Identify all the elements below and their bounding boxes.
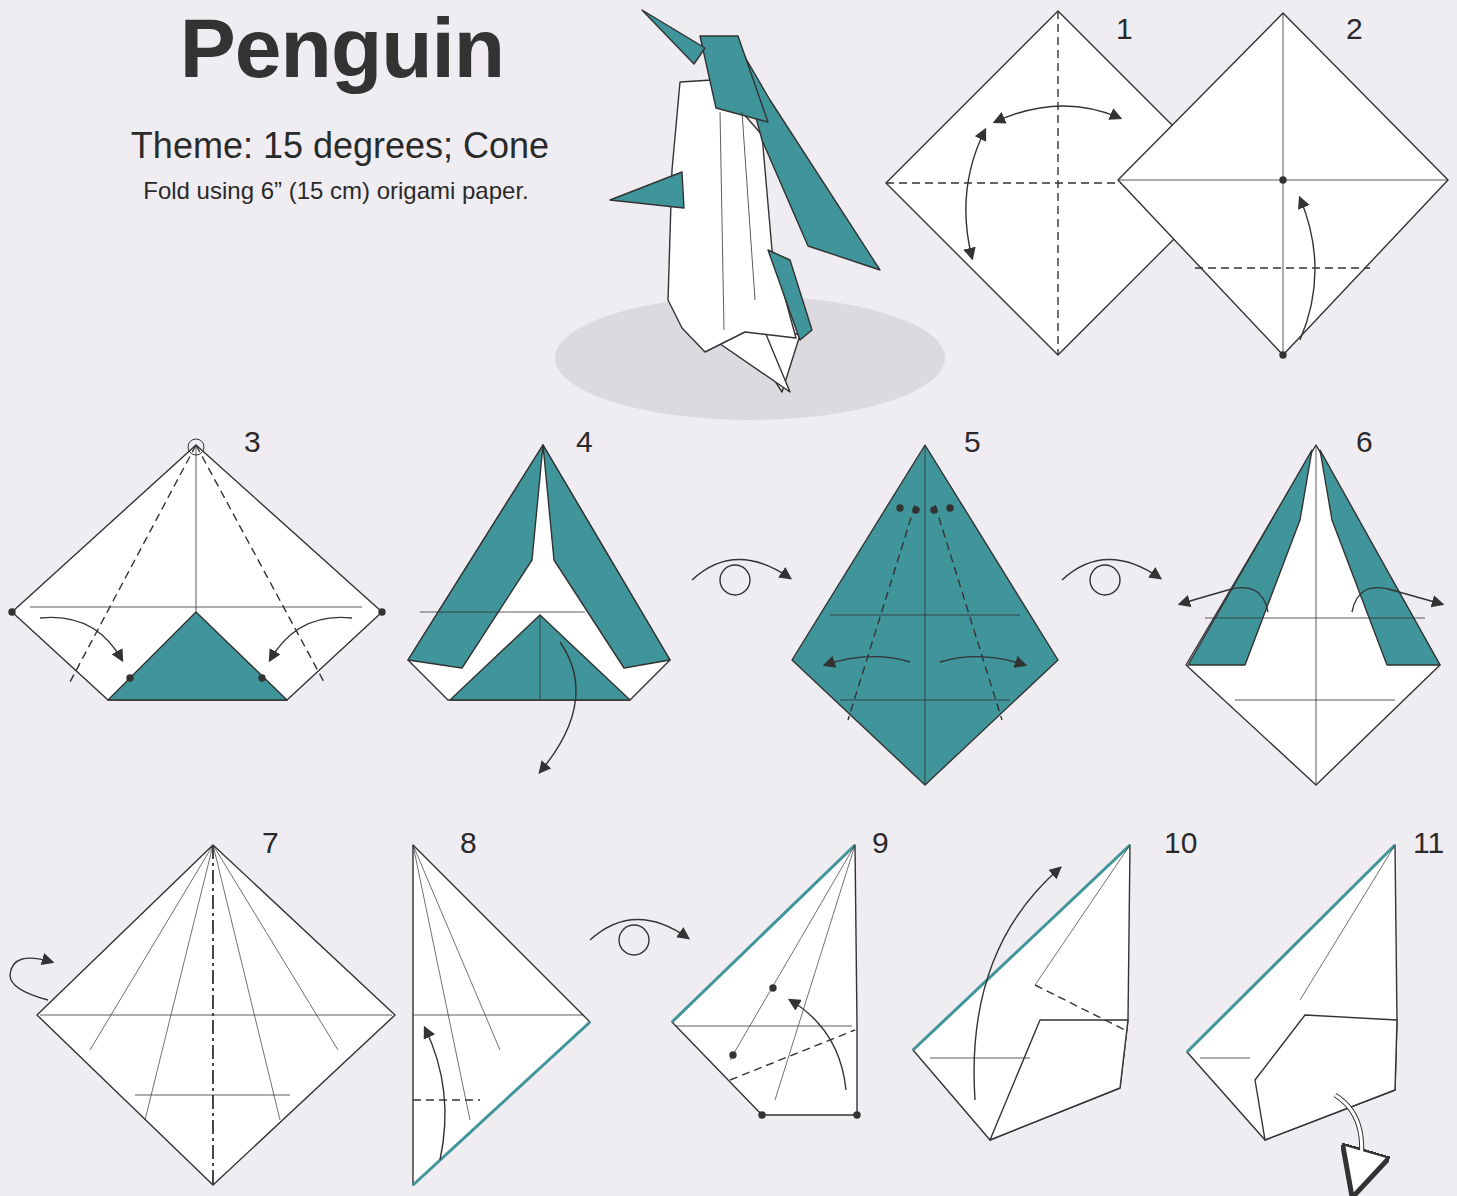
theme-note: Theme: 15 degrees; Cone bbox=[131, 126, 549, 166]
step-number: 8 bbox=[460, 826, 477, 859]
step-number: 6 bbox=[1356, 425, 1373, 458]
step-number: 7 bbox=[262, 826, 279, 859]
paper-note: Fold using 6” (15 cm) origami paper. bbox=[143, 178, 529, 204]
step-number: 1 bbox=[1116, 12, 1133, 45]
step-2-square bbox=[1118, 13, 1448, 358]
step-number: 9 bbox=[872, 826, 889, 859]
step-4-flaps bbox=[408, 445, 670, 772]
step-number: 5 bbox=[964, 425, 981, 458]
step-number: 4 bbox=[576, 425, 593, 458]
step-number: 2 bbox=[1346, 12, 1363, 45]
step-number: 3 bbox=[244, 425, 261, 458]
page-title: Penguin bbox=[180, 2, 504, 94]
step-7-diamond bbox=[10, 845, 395, 1185]
step-11-fold bbox=[1187, 845, 1397, 1188]
step-5-kite bbox=[792, 445, 1058, 785]
step-8-half bbox=[413, 845, 590, 1185]
step-3-kite-folds bbox=[9, 439, 385, 700]
step-number: 11 bbox=[1413, 826, 1444, 859]
penguin-model bbox=[555, 10, 945, 420]
step-10-fold bbox=[913, 845, 1130, 1140]
step-6-kite bbox=[1180, 445, 1442, 785]
step-number: 10 bbox=[1164, 826, 1197, 859]
step-9-fold bbox=[672, 845, 860, 1118]
